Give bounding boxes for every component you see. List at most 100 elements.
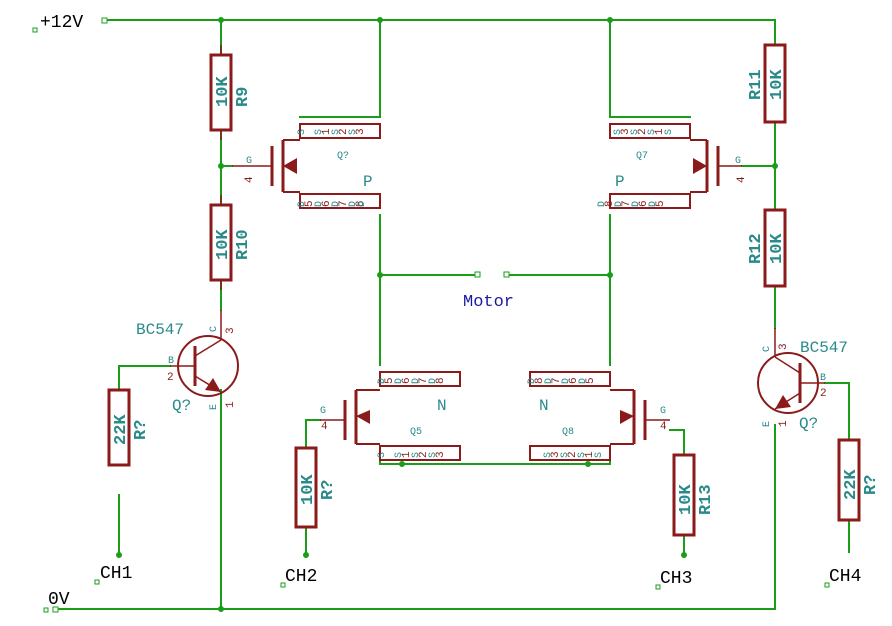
q8-d2-letter: D [561, 378, 572, 384]
pmos-q7: G 4 P Q7 [609, 123, 748, 209]
bjt-left: B 2 C 3 E 1 BC547 Q? [136, 310, 239, 415]
svg-text:1: 1 [225, 401, 237, 408]
q7-d3-num: 5 [655, 200, 667, 207]
ptl-s3-num: 3 [355, 128, 367, 135]
svg-text:4: 4 [321, 421, 328, 433]
svg-text:E: E [762, 421, 773, 427]
svg-text:N: N [539, 397, 549, 415]
q8-d0-num: 8 [534, 377, 546, 384]
resistor-r9: 10K R9 [209, 45, 253, 140]
pmos-top-left: G 4 P Q? [232, 123, 381, 209]
svg-text:R?: R? [132, 420, 151, 440]
q5-d2-num: 7 [418, 377, 430, 384]
resistor-r13: 10K R13 [672, 453, 716, 537]
ptl-d3-letter: D [348, 201, 359, 207]
svg-text:R12: R12 [747, 233, 766, 264]
q7-d3-letter: D [648, 201, 659, 207]
nmos-q8: G 4 N Q8 [529, 371, 670, 461]
bjt-right: B 2 C 3 E 1 BC547 Q? [757, 328, 848, 433]
q8-s2-num: 1 [584, 451, 596, 458]
q8-d3-num: 5 [585, 377, 597, 384]
q7-d1-num: 7 [621, 200, 633, 207]
ptl-s2-num: 2 [338, 128, 350, 135]
svg-text:3: 3 [778, 343, 790, 350]
q8-d0-letter: D [527, 378, 538, 384]
svg-text:G: G [735, 156, 741, 167]
svg-text:P: P [615, 173, 625, 191]
q7-s0-letter: S [613, 129, 624, 135]
q7-s2-num: 1 [654, 128, 666, 135]
svg-text:C: C [762, 346, 773, 352]
svg-text:22K: 22K [112, 414, 131, 445]
ptl-d1-letter: D [314, 201, 325, 207]
q8-d3-letter: D [578, 378, 589, 384]
q8-s0-letter: S [543, 452, 554, 458]
svg-text:10K: 10K [214, 76, 233, 107]
svg-text:10K: 10K [677, 484, 696, 515]
q7-d0-letter: D [597, 201, 608, 207]
q8-s3-letter: S [594, 452, 605, 458]
q5-d2-letter: D [411, 378, 422, 384]
svg-text:G: G [246, 156, 252, 167]
svg-text:Q7: Q7 [636, 151, 648, 162]
q5-s1-num: 1 [401, 451, 413, 458]
q8-d1-letter: D [544, 378, 555, 384]
q7-d2-num: 6 [638, 200, 650, 207]
ch4-label: CH4 [829, 567, 861, 587]
svg-text:10K: 10K [768, 69, 787, 100]
resistor-ch1: 22K R? [107, 388, 151, 467]
q5-d0-letter: D [377, 378, 388, 384]
q7-d2-letter: D [631, 201, 642, 207]
bjt-left-ref: Q? [172, 397, 191, 415]
svg-text:4: 4 [244, 176, 256, 183]
ptl-s0-letter: S [297, 129, 308, 135]
q5-s1-letter: S [394, 452, 405, 458]
q7-s3-letter: S [664, 129, 675, 135]
svg-text:22K: 22K [842, 469, 861, 500]
q5-s0-letter: S [377, 452, 388, 458]
svg-text:Q8: Q8 [562, 427, 574, 438]
q7-d1-letter: D [614, 201, 625, 207]
svg-text:E: E [209, 404, 220, 410]
ptl-d3-num: 8 [355, 200, 367, 207]
svg-text:N: N [437, 397, 447, 415]
resistor-ch4: 22K R? [837, 438, 881, 522]
svg-text:2: 2 [820, 388, 827, 400]
svg-text:R?: R? [862, 475, 881, 495]
svg-text:B: B [820, 373, 826, 384]
svg-text:10K: 10K [214, 229, 233, 260]
q7-s1-num: 2 [637, 128, 649, 135]
q5-d0-num: 5 [384, 377, 396, 384]
resistor-r11: R11 10K [747, 43, 787, 124]
svg-text:R9: R9 [234, 87, 253, 107]
bjt-right-value: BC547 [800, 339, 848, 357]
ptl-d0-letter: D [297, 201, 308, 207]
q8-s2-letter: S [577, 452, 588, 458]
ptl-d0-num: 5 [304, 200, 316, 207]
q5-s2-num: 2 [418, 451, 430, 458]
q8-d1-num: 7 [551, 377, 563, 384]
ptl-s2-letter: S [331, 129, 342, 135]
q8-s0-num: 3 [550, 451, 562, 458]
q5-d1-num: 6 [401, 377, 413, 384]
ptl-dx-letter: D [357, 201, 368, 207]
ptl-d1-num: 6 [321, 200, 333, 207]
q7-s1-letter: S [630, 129, 641, 135]
motor-label: Motor [463, 293, 514, 312]
svg-text:R11: R11 [747, 69, 766, 100]
q5-d1-letter: D [394, 378, 405, 384]
net-labels: +12V 0V CH1 CH2 CH3 CH4 Motor [32, 13, 861, 613]
ch3-label: CH3 [660, 569, 692, 589]
svg-text:4: 4 [660, 421, 667, 433]
ptl-s1-num: 1 [321, 128, 333, 135]
svg-text:R10: R10 [234, 229, 253, 260]
resistor-r12: R12 10K [747, 208, 787, 288]
svg-text:4: 4 [736, 176, 748, 183]
resistor-r10: 10K R10 [209, 195, 253, 290]
q7-s2-letter: S [647, 129, 658, 135]
junctions [116, 17, 778, 612]
svg-text:R13: R13 [697, 484, 716, 515]
svg-text:G: G [320, 406, 326, 417]
